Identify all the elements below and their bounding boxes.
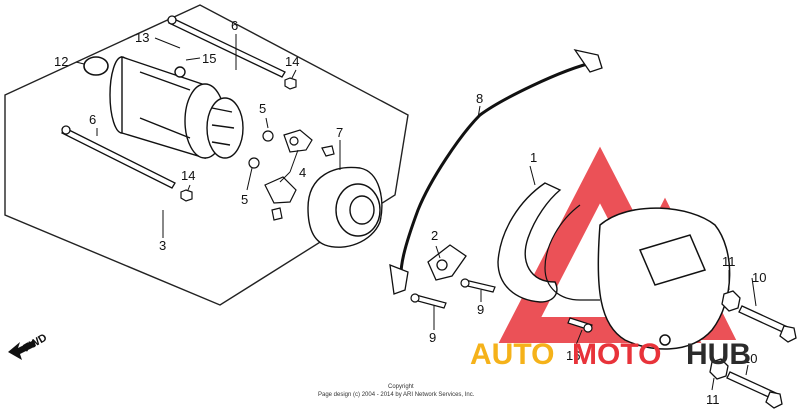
callout-12: 12 xyxy=(54,54,68,69)
callout-14a: 14 xyxy=(285,54,299,69)
left-crankcase-cover xyxy=(597,207,731,350)
starter-group-panel xyxy=(4,4,409,306)
callout-8: 8 xyxy=(476,91,483,106)
callout-16: 16 xyxy=(566,348,580,363)
bolt-9 xyxy=(410,278,496,309)
watermark-text: AUTO MOTO HUB xyxy=(470,338,751,371)
callout-11a: 11 xyxy=(722,254,736,269)
callout-10b: 10 xyxy=(743,351,757,366)
leader-lines xyxy=(75,34,757,391)
end-cover xyxy=(307,166,383,248)
callout-2: 2 xyxy=(431,228,438,243)
callout-4: 4 xyxy=(299,165,306,180)
bolt-10 xyxy=(726,305,797,409)
watermark-auto: AUTO xyxy=(470,338,554,371)
callout-5b: 5 xyxy=(241,192,248,207)
callout-6a: 6 xyxy=(231,18,238,33)
callout-9a: 9 xyxy=(429,330,436,345)
callout-10a: 10 xyxy=(752,270,766,285)
brush-holder xyxy=(248,129,335,221)
callout-13: 13 xyxy=(135,30,149,45)
arrow-icon xyxy=(8,340,36,360)
callout-1: 1 xyxy=(530,150,537,165)
forward-direction-indicator: FWD xyxy=(8,332,49,360)
copyright-line: Page design (c) 2004 - 2014 by ARI Netwo… xyxy=(318,392,475,398)
callout-14b: 14 xyxy=(181,168,195,183)
copyright-title: Copyright xyxy=(388,384,414,390)
callout-11b: 11 xyxy=(706,392,720,407)
starter-cable xyxy=(399,60,596,286)
callout-3: 3 xyxy=(159,238,166,253)
watermark-moto: MOTO xyxy=(572,338,661,371)
watermark-hub: HUB xyxy=(686,338,751,371)
callout-15: 15 xyxy=(202,51,216,66)
o-ring-12 xyxy=(83,56,109,76)
callout-9b: 9 xyxy=(477,302,484,317)
washer-16 xyxy=(567,317,593,333)
callout-labels: 1 2 3 4 5 5 6 6 7 8 9 9 10 10 11 11 12 1… xyxy=(54,18,766,407)
callout-6b: 6 xyxy=(89,112,96,127)
fwd-label: FWD xyxy=(22,332,50,355)
callout-7: 7 xyxy=(336,125,343,140)
starter-motor xyxy=(109,56,244,159)
cable-clamp xyxy=(427,244,467,281)
long-bolt-6 xyxy=(61,15,286,189)
nut-14 xyxy=(180,77,297,202)
gasket xyxy=(497,182,562,303)
nut-11 xyxy=(709,290,741,380)
callout-5a: 5 xyxy=(259,101,266,116)
